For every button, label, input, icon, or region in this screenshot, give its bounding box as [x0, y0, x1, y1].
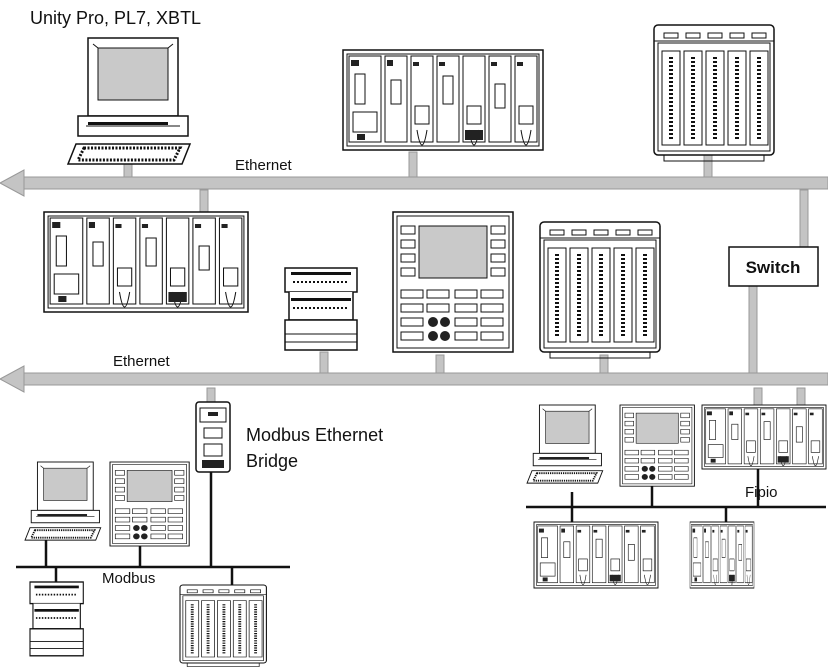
- software-label: Unity Pro, PL7, XBTL: [30, 8, 201, 28]
- io-module-icon: [538, 220, 662, 360]
- plc-rack-icon: [689, 521, 755, 589]
- plc-rack-icon: [342, 49, 544, 151]
- switch-box: Switch: [728, 246, 819, 287]
- fipio-label: Fipio: [745, 484, 778, 501]
- plc-rack-icon: [701, 404, 827, 470]
- bridge-label-line2: Bridge: [246, 451, 298, 471]
- hmi-terminal-icon: [392, 211, 514, 353]
- ethernet-middle-label: Ethernet: [113, 353, 171, 370]
- fipio-line: [526, 468, 826, 522]
- modbus-label: Modbus: [102, 570, 155, 587]
- connectors: [123, 151, 809, 407]
- ethernet-bus-top: [0, 169, 828, 197]
- plc-rack-icon: [533, 521, 659, 589]
- io-module-icon: [178, 583, 268, 667]
- bridge-icon: [195, 401, 231, 473]
- switch-label: Switch: [746, 258, 801, 277]
- ethernet-bus-middle: [0, 365, 828, 393]
- bridge-label-line1: Modbus Ethernet: [246, 425, 383, 445]
- plc-rack-icon: [43, 211, 249, 313]
- pc-icon: [66, 36, 192, 166]
- pc-icon: [24, 461, 102, 542]
- hmi-terminal-icon: [109, 461, 190, 547]
- pc-icon: [526, 404, 604, 485]
- small-plc-icon: [284, 267, 358, 351]
- small-plc-icon: [29, 581, 85, 657]
- io-module-icon: [652, 23, 776, 163]
- ethernet-top-label: Ethernet: [235, 157, 293, 174]
- hmi-terminal-icon: [619, 404, 695, 487]
